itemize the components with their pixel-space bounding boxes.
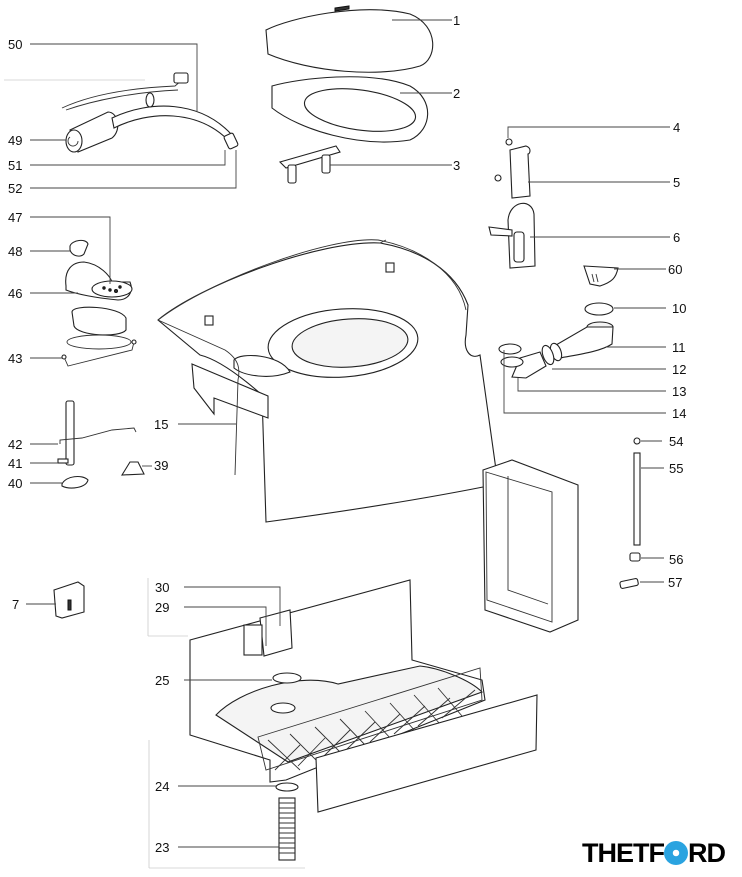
callout-48: 48 (8, 244, 23, 259)
leaders-top-left (30, 43, 237, 189)
callout-55: 55 (669, 461, 684, 476)
callout-39: 39 (154, 458, 169, 473)
callout-54: 54 (669, 434, 684, 449)
callout-2: 2 (453, 86, 461, 101)
callout-51: 51 (8, 158, 23, 173)
part-5-handle-cover (494, 145, 670, 199)
callout-1: 1 (453, 13, 461, 28)
logo-text-after: RD (688, 837, 726, 868)
logo-text-before: THETF (582, 837, 665, 868)
callout-11: 11 (672, 340, 686, 355)
callout-5: 5 (673, 175, 681, 190)
part-cassette-front-panel (315, 694, 538, 813)
part-pump-hose (111, 92, 233, 141)
part-25-sealing-ring (184, 672, 302, 684)
part-56-fitting (629, 552, 664, 562)
callout-4: 4 (673, 120, 681, 135)
callout-47: 47 (8, 210, 23, 225)
part-7-switch-panel (26, 581, 85, 619)
part-50-cable-harness (4, 72, 189, 111)
callout-23: 23 (155, 840, 170, 855)
part-13-spout-connector (500, 351, 666, 392)
part-42-lever-rod (30, 400, 137, 466)
part-54-clip (633, 437, 662, 445)
part-40-bracket (30, 475, 89, 489)
part-6-handle (488, 202, 670, 269)
part-49-pump (65, 111, 119, 153)
part-51-hose-clamp (223, 132, 239, 150)
callout-52: 52 (8, 181, 23, 196)
callout-3: 3 (453, 158, 461, 173)
part-12-sealing-ring (541, 344, 666, 370)
callout-10: 10 (672, 301, 687, 316)
part-30-mounting-plate (147, 578, 293, 657)
callout-56: 56 (669, 552, 684, 567)
callout-29: 29 (155, 600, 170, 615)
callout-40: 40 (8, 476, 23, 491)
part-29-bracket-plate (184, 606, 267, 656)
callout-49: 49 (8, 133, 23, 148)
callout-15: 15 (154, 417, 169, 432)
part-3-seat-hinge (278, 145, 452, 184)
callout-12: 12 (672, 362, 687, 377)
callout-60: 60 (668, 262, 683, 277)
callout-41: 41 (8, 456, 23, 471)
callout-7: 7 (12, 597, 20, 612)
part-10-filler-cap (584, 302, 666, 316)
part-2-seat (271, 76, 452, 143)
part-55-tube (633, 452, 664, 546)
part-11-fill-spout (549, 321, 666, 362)
part-60-level-cap (583, 265, 666, 287)
callout-30: 30 (155, 580, 170, 595)
part-cassette-door (482, 459, 579, 633)
part-43-bracket-wire (30, 339, 137, 367)
callout-14: 14 (672, 406, 687, 421)
part-14-seal (498, 343, 666, 414)
part-39-nut (120, 461, 152, 476)
sunburst-o-icon (664, 841, 688, 865)
callout-25: 25 (155, 673, 170, 688)
part-1-seat-lid (265, 5, 452, 73)
callout-57: 57 (668, 575, 683, 590)
part-41-pin (30, 458, 69, 464)
thetford-logo: THETF RD (582, 837, 726, 868)
part-57-fitting (619, 578, 664, 589)
part-toilet-body (157, 239, 499, 523)
callout-43: 43 (8, 351, 23, 366)
callout-42: 42 (8, 437, 23, 452)
part-24-ring (178, 782, 299, 792)
part-46-tank-cover (30, 261, 133, 301)
callout-50: 50 (8, 37, 23, 52)
part-23-drain-hose (148, 740, 305, 869)
callout-13: 13 (672, 384, 687, 399)
part-tank-body (66, 306, 132, 350)
callout-24: 24 (155, 779, 170, 794)
part-15-flush-hose (157, 319, 240, 476)
part-4-clip (505, 126, 670, 146)
part-47-filter (30, 216, 122, 293)
callout-6: 6 (673, 230, 681, 245)
part-48-cap (30, 239, 89, 257)
callout-46: 46 (8, 286, 23, 301)
